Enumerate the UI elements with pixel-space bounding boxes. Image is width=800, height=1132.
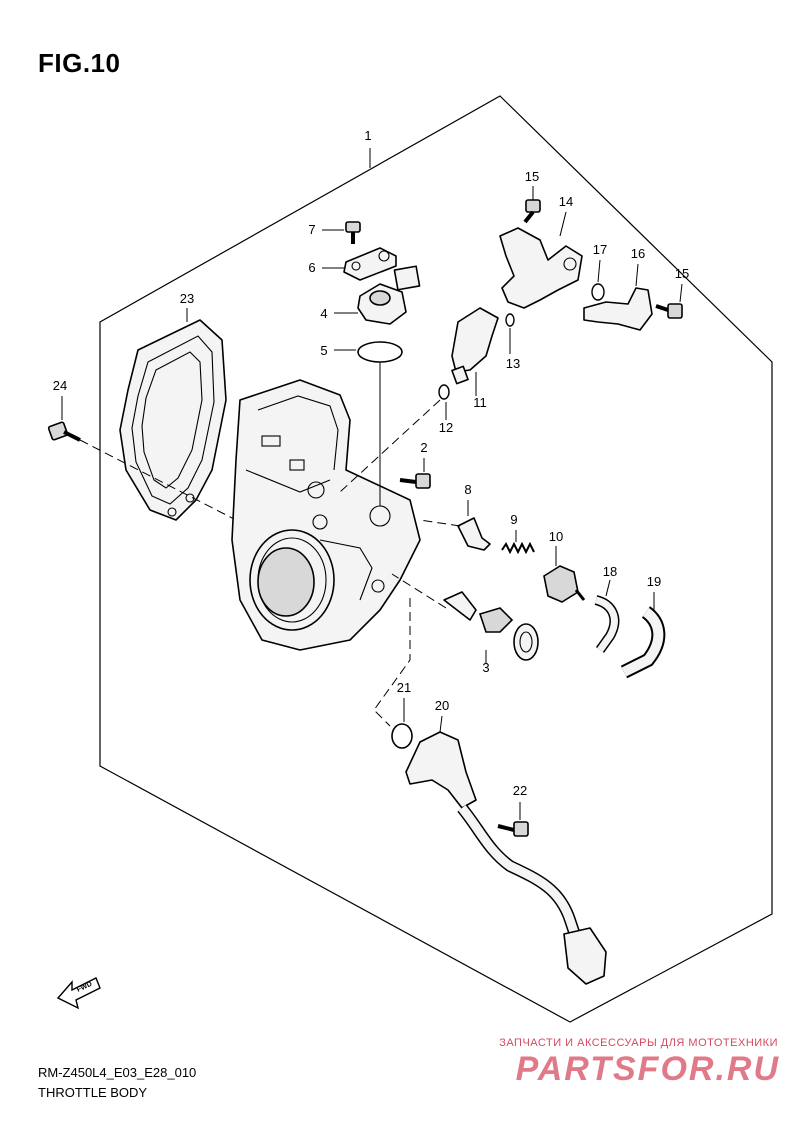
diagram-code: RM-Z450L4_E03_E28_010 xyxy=(38,1065,197,1080)
callout-7: 7 xyxy=(308,222,315,237)
callout-11: 11 xyxy=(473,395,487,410)
callout-23: 23 xyxy=(180,291,194,306)
callout-19: 19 xyxy=(647,574,661,589)
part-2-screw xyxy=(399,473,431,489)
callout-4: 4 xyxy=(320,306,327,321)
part-15-screw-upper xyxy=(523,199,541,224)
part-13-o-ring xyxy=(505,313,515,327)
diagram-name: THROTTLE BODY xyxy=(38,1085,148,1100)
part-24-screw xyxy=(47,421,81,442)
part-12-o-ring xyxy=(438,384,450,400)
callout-2: 2 xyxy=(420,440,427,455)
callout-17: 17 xyxy=(593,242,607,257)
fwd-arrow-icon: FWD xyxy=(56,977,101,1010)
part-8-plunger xyxy=(457,517,491,551)
part-11-injector xyxy=(451,307,499,385)
part-19-elbow xyxy=(620,606,666,679)
callout-numbers: 1234567891011121314151516171819202122232… xyxy=(53,128,689,798)
part-7-screw xyxy=(345,221,361,244)
callout-8: 8 xyxy=(464,482,471,497)
part-17-o-ring xyxy=(591,283,605,301)
callout-10: 10 xyxy=(549,529,563,544)
part-16-sensor xyxy=(583,287,653,331)
assembly-frame xyxy=(99,95,773,1023)
part-18-hose xyxy=(594,595,620,653)
callout-3: 3 xyxy=(482,660,489,675)
part-21-o-ring xyxy=(391,723,413,749)
callout-20: 20 xyxy=(435,698,449,713)
callout-18: 18 xyxy=(603,564,617,579)
callout-15: 15 xyxy=(675,266,689,281)
part-23-cover-gasket xyxy=(119,319,227,521)
part-1-throttle-body xyxy=(231,379,421,651)
callout-1: 1 xyxy=(364,128,371,143)
part-10-nut xyxy=(543,565,586,603)
callout-5: 5 xyxy=(320,343,327,358)
callout-6: 6 xyxy=(308,260,315,275)
callout-12: 12 xyxy=(439,420,453,435)
callout-21: 21 xyxy=(397,680,411,695)
part-9-spring xyxy=(501,541,535,555)
callout-16: 16 xyxy=(631,246,645,261)
part-14-bracket xyxy=(499,227,583,309)
watermark-brand: PARTSFOR.RU xyxy=(515,1050,780,1088)
part-3-adjuster xyxy=(443,591,539,661)
figure-title: FIG.10 xyxy=(38,48,121,78)
part-20-sensor xyxy=(405,731,607,985)
part-6-plate xyxy=(343,247,397,281)
part-4-sensor xyxy=(357,265,421,325)
callout-9: 9 xyxy=(510,512,517,527)
callout-24: 24 xyxy=(53,378,67,393)
callout-15: 15 xyxy=(525,169,539,184)
part-15-screw-right xyxy=(655,303,683,319)
callout-22: 22 xyxy=(513,783,527,798)
part-5-o-ring xyxy=(357,341,403,363)
callout-14: 14 xyxy=(559,194,573,209)
watermark-tagline: ЗАПЧАСТИ И АКСЕССУАРЫ ДЛЯ МОТОТЕХНИКИ xyxy=(499,1037,778,1049)
part-22-screw xyxy=(497,821,529,837)
callout-13: 13 xyxy=(506,356,520,371)
